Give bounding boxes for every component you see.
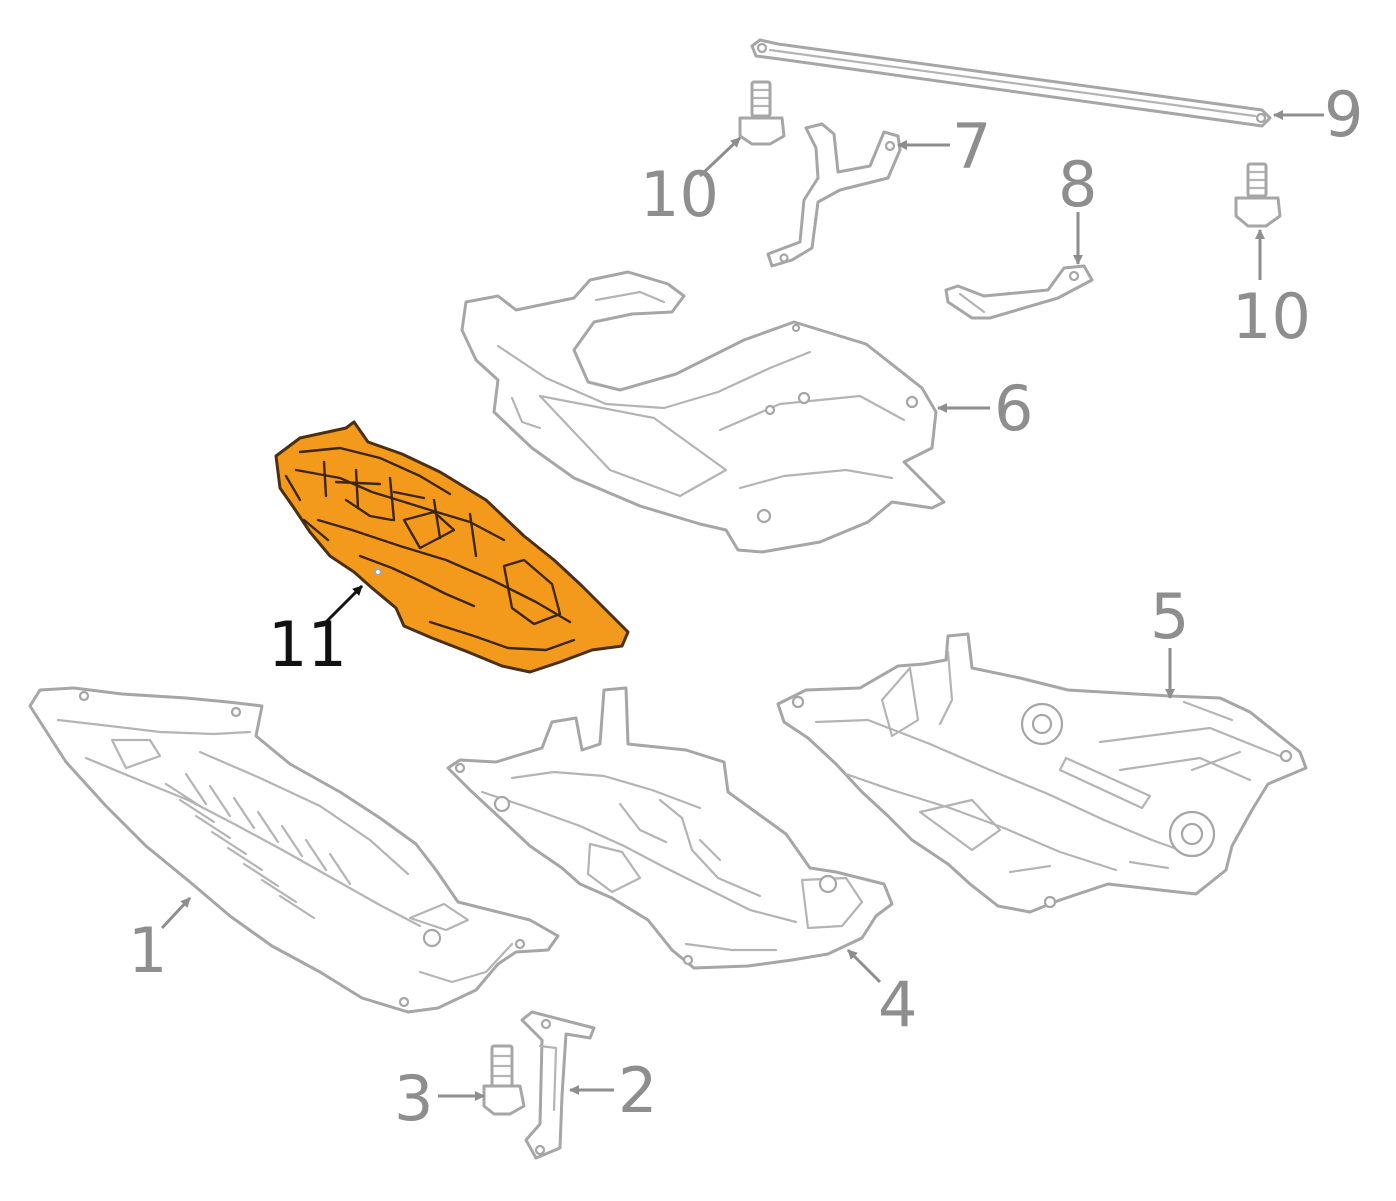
callout-10-upper: 10 xyxy=(640,136,742,231)
svg-text:4: 4 xyxy=(878,968,917,1041)
svg-text:5: 5 xyxy=(1150,580,1189,653)
part-9-strut-bar[interactable] xyxy=(750,38,1272,128)
part-1-panel[interactable] xyxy=(28,686,560,1014)
part-2-bracket[interactable] xyxy=(520,1010,596,1160)
svg-text:10: 10 xyxy=(1232,280,1311,353)
svg-text:3: 3 xyxy=(394,1062,433,1135)
svg-text:8: 8 xyxy=(1058,148,1097,221)
svg-text:2: 2 xyxy=(618,1054,657,1127)
callout-1: 1 xyxy=(128,896,192,987)
callout-11-highlighted: 11 xyxy=(268,584,364,681)
part-6-panel[interactable] xyxy=(460,270,946,554)
part-5-panel[interactable] xyxy=(776,632,1308,914)
part-8-bracket[interactable] xyxy=(944,264,1094,320)
svg-text:9: 9 xyxy=(1324,78,1363,151)
callout-3: 3 xyxy=(394,1062,485,1135)
svg-text:7: 7 xyxy=(952,110,991,183)
svg-text:1: 1 xyxy=(128,914,167,987)
callout-7: 7 xyxy=(897,110,991,183)
svg-text:11: 11 xyxy=(268,608,347,681)
callout-6: 6 xyxy=(937,372,1033,445)
part-10-bolt-upper[interactable] xyxy=(738,80,786,146)
part-11-panel-highlighted[interactable] xyxy=(274,420,630,674)
callout-9: 9 xyxy=(1273,78,1363,151)
part-4-panel[interactable] xyxy=(446,686,894,970)
callout-10-right: 10 xyxy=(1232,229,1311,353)
svg-text:6: 6 xyxy=(994,372,1033,445)
callout-5: 5 xyxy=(1150,580,1189,699)
part-10-bolt-right[interactable] xyxy=(1234,162,1282,228)
callout-8: 8 xyxy=(1058,148,1097,265)
part-3-bolt[interactable] xyxy=(482,1044,526,1116)
callout-4: 4 xyxy=(846,948,917,1041)
part-7-bracket[interactable] xyxy=(766,122,902,268)
callout-2: 2 xyxy=(569,1054,657,1127)
svg-text:10: 10 xyxy=(640,158,719,231)
